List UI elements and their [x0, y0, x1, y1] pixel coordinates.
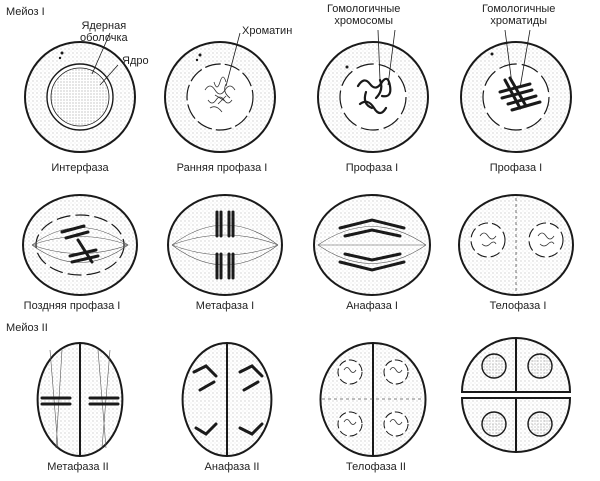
cell-interphase [24, 32, 136, 153]
stage-caption: Анафаза II [204, 461, 260, 473]
cell-metaphase-1 [167, 194, 283, 296]
annotation-homologous-chromosomes: Гомологичные хромосомы [327, 3, 401, 27]
stage-caption: Ранняя профаза I [176, 162, 268, 174]
section-label-meiosis-2: Мейоз II [6, 322, 48, 334]
stage-caption: Телофаза II [346, 461, 406, 473]
stage-caption: Профаза I [489, 162, 543, 174]
cell-metaphase-2 [36, 341, 124, 458]
cell-prophase-1-b [460, 29, 572, 153]
annotation-homologous-chromatids: Гомологичные хроматиды [482, 3, 556, 27]
cell-prophase-1-a [317, 29, 429, 153]
stage-caption: Метафаза II [47, 461, 109, 473]
section-label-meiosis-1: Мейоз I [6, 6, 45, 18]
cell-four-daughter-cells [460, 336, 572, 454]
stage-caption: Метафаза I [195, 300, 255, 312]
stage-caption: Телофаза I [489, 300, 547, 312]
cell-telophase-2 [319, 341, 427, 458]
cell-telophase-1 [458, 194, 574, 296]
cell-anaphase-2 [181, 341, 273, 458]
cell-anaphase-1 [313, 194, 431, 296]
stage-caption: Интерфаза [51, 162, 109, 174]
cell-early-prophase-1 [164, 32, 276, 153]
annotation-chromatin: Хроматин [242, 25, 293, 37]
stage-caption: Профаза I [345, 162, 399, 174]
stage-caption: Поздняя профаза I [23, 300, 121, 312]
stage-caption: Анафаза I [346, 300, 398, 312]
annotation-nuclear-envelope: Ядерная оболочка [80, 20, 128, 44]
cell-late-prophase-1 [22, 194, 138, 296]
annotation-nucleus: Ядро [122, 55, 149, 67]
